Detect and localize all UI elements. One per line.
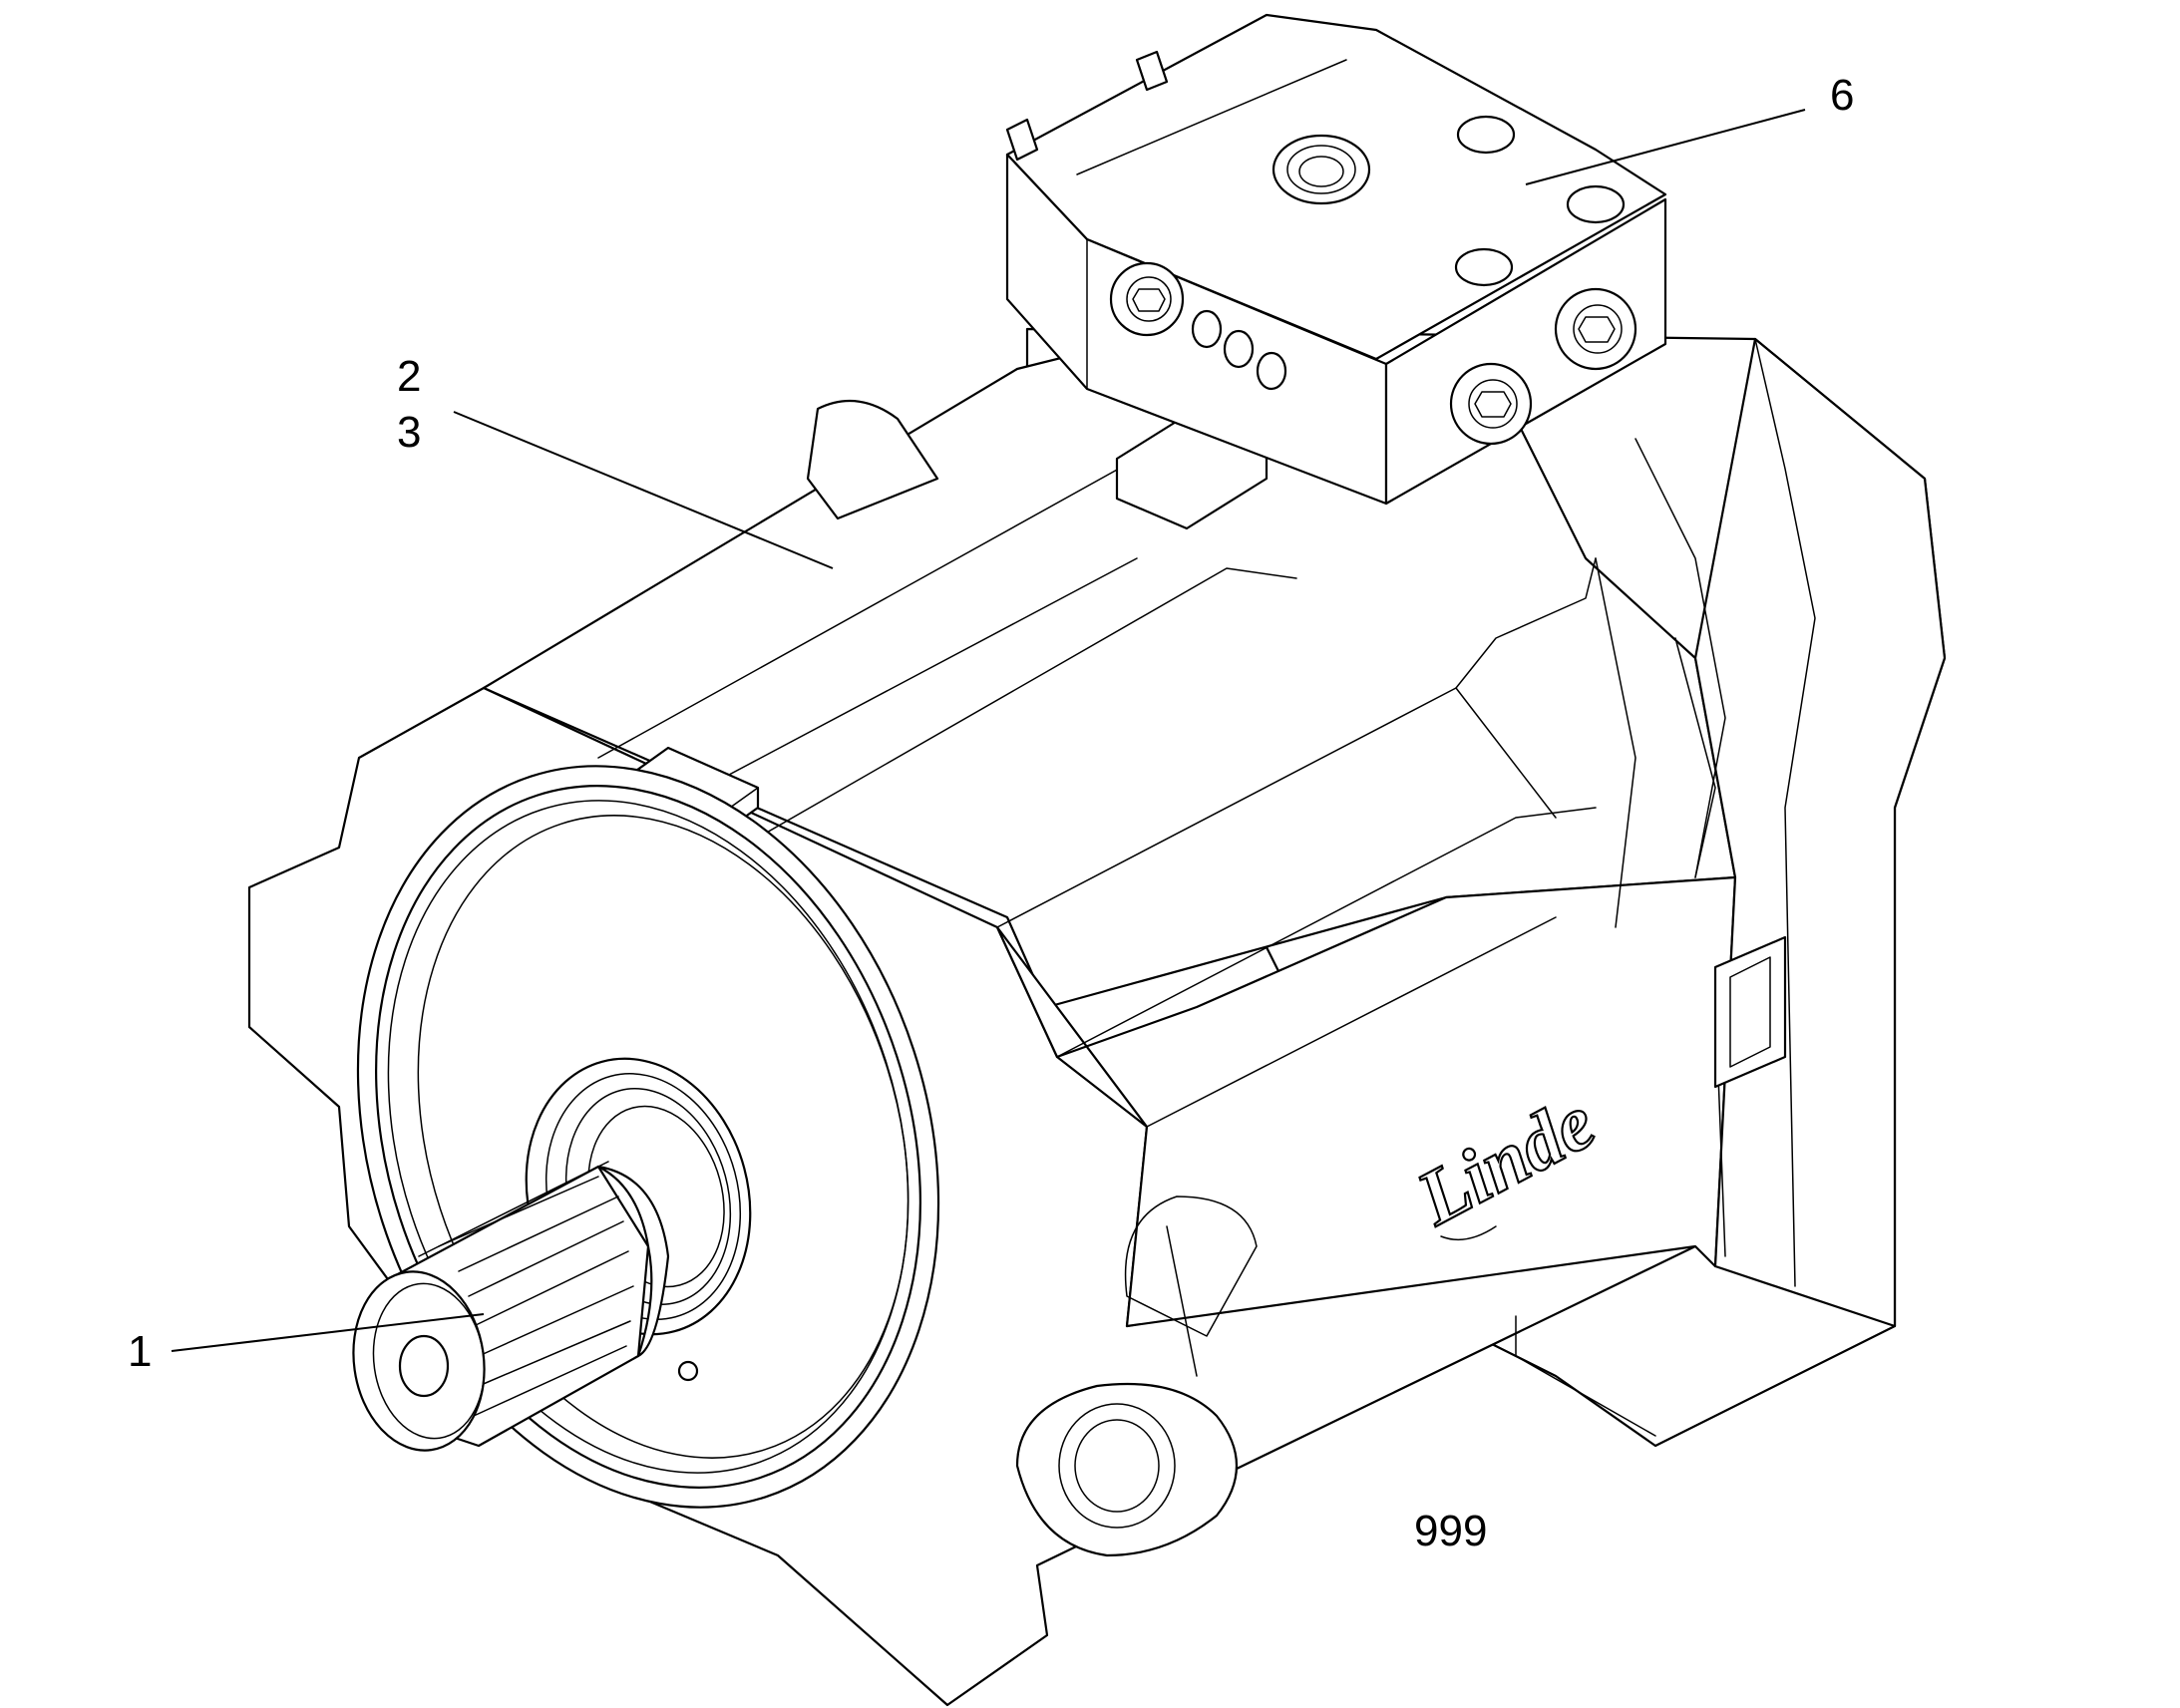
callout-3: 3 xyxy=(397,408,421,457)
svg-text:6: 6 xyxy=(1830,71,1854,120)
callout-1: 1 xyxy=(128,1313,485,1376)
svg-text:1: 1 xyxy=(128,1327,152,1376)
lower-lug xyxy=(1015,1196,1258,1557)
callout-6: 6 xyxy=(1525,71,1854,185)
svg-text:2: 2 xyxy=(397,352,421,401)
valve-block xyxy=(1005,13,1667,506)
svg-text:3: 3 xyxy=(397,408,421,457)
drive-shaft xyxy=(352,1161,670,1452)
figure-number: 999 xyxy=(1414,1507,1487,1555)
callout-2: 2 xyxy=(397,352,834,569)
